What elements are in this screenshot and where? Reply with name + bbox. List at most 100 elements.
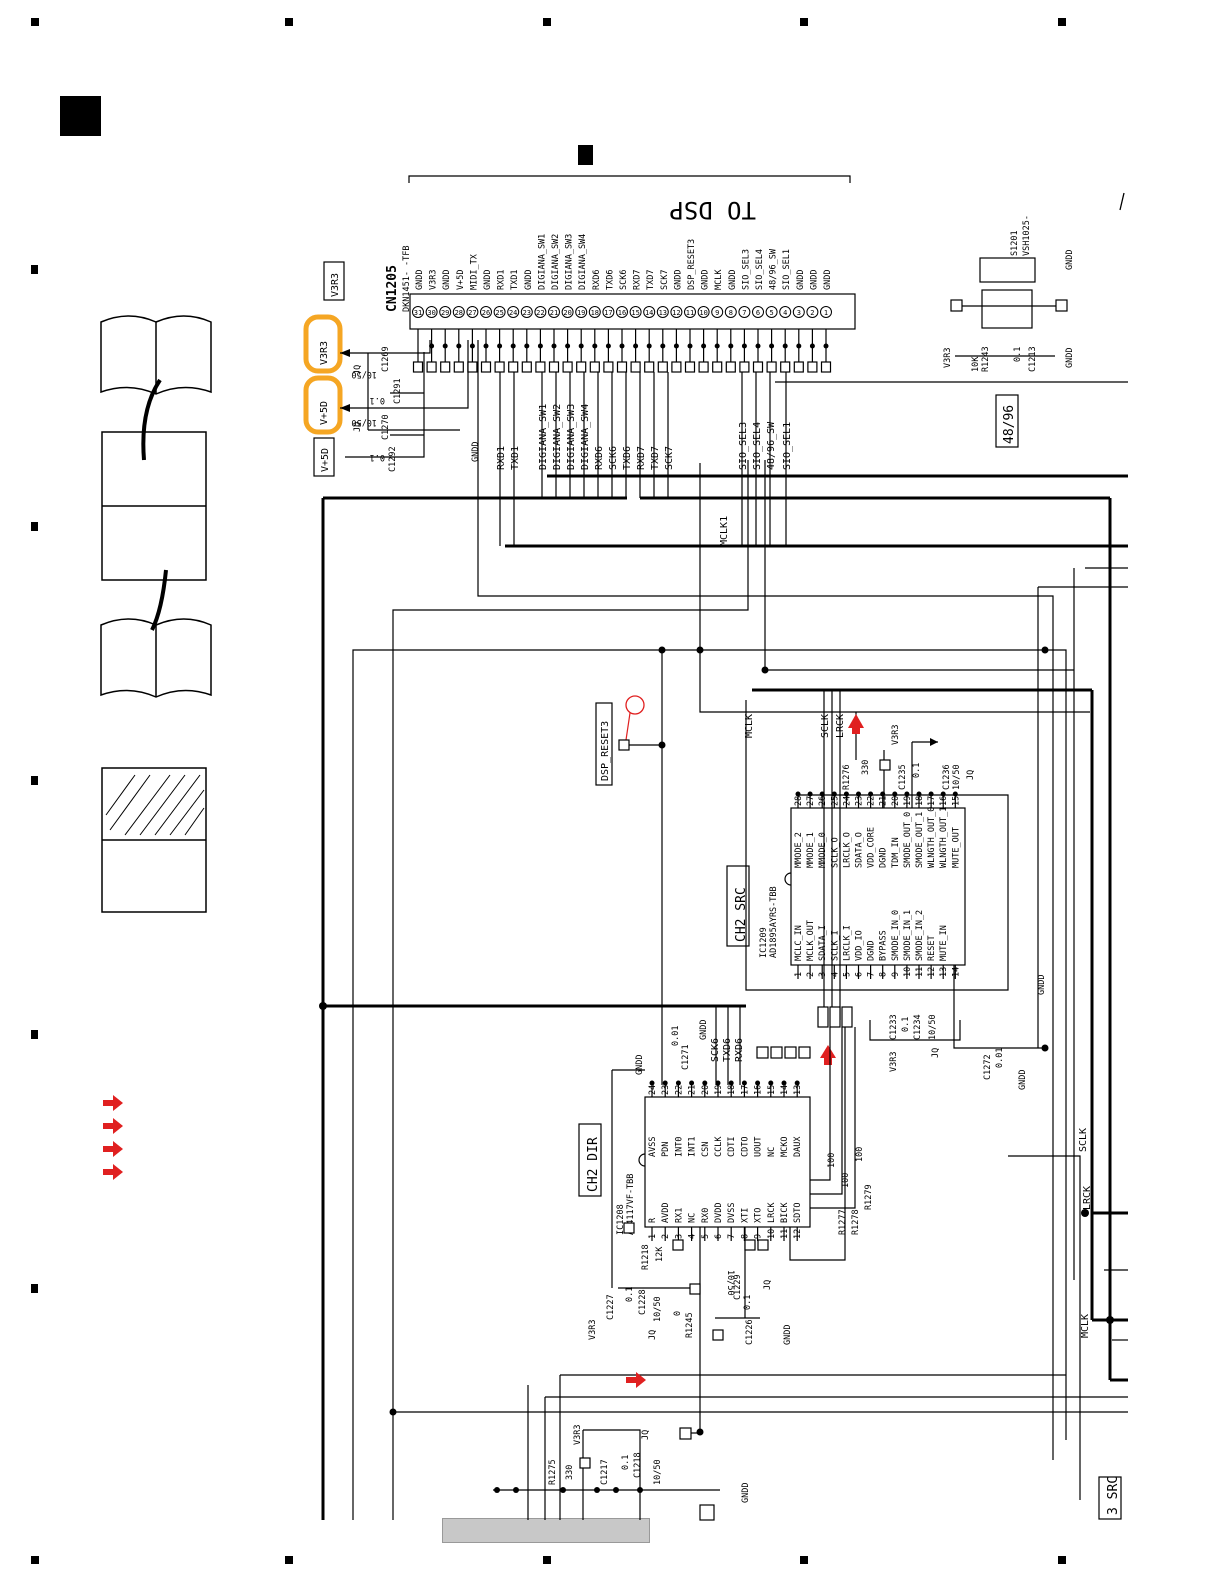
svg-text:DSP_RESET3: DSP_RESET3 xyxy=(600,721,611,781)
dir-pin-name: CDTI xyxy=(727,1137,737,1157)
svg-text:CH2 DIR: CH2 DIR xyxy=(586,1137,601,1192)
bottom-section: R1275 330 V3R3 C1217 0.1 C1218 10/50 JQ … xyxy=(493,1128,1122,1521)
cn1205-pin-circle xyxy=(575,306,588,318)
cn1205-pin-number: 23 xyxy=(523,309,531,317)
svg-text:10/50: 10/50 xyxy=(725,1270,735,1296)
src-pin-name: MMODE_0 xyxy=(818,832,828,868)
svg-text:C1291: C1291 xyxy=(393,378,403,404)
svg-text:10/50: 10/50 xyxy=(653,1459,663,1485)
src-pin-name: VDD_IO xyxy=(855,930,865,961)
cn1205-pad xyxy=(440,361,451,373)
src-pin-name: MUTE_OUT xyxy=(951,827,961,868)
svg-text:C1292: C1292 xyxy=(388,446,398,472)
svg-text:GNDD: GNDD xyxy=(1065,348,1075,368)
svg-text:330: 330 xyxy=(565,1465,575,1480)
svg-text:0: 0 xyxy=(673,1311,683,1316)
src-pin-number: 10 xyxy=(903,967,913,977)
src-pin-name: RESET xyxy=(927,935,937,961)
dir-pin-number: 15 xyxy=(767,1085,777,1095)
cn1205-pin-name: RXD1 xyxy=(497,270,507,290)
src-pin-number: 15 xyxy=(951,796,961,806)
svg-text:V3R3: V3R3 xyxy=(889,1052,899,1072)
cn1205-pad xyxy=(508,361,519,373)
cn1205-pad xyxy=(616,361,628,373)
cn1205-pad xyxy=(535,361,546,373)
cn1205-pad xyxy=(725,361,736,373)
src-pin-name: MCLC_IN xyxy=(794,925,804,961)
cn1205-pad xyxy=(494,361,505,373)
cn1205-pin-number: 1 xyxy=(824,309,828,317)
svg-text:S1201: S1201 xyxy=(1010,230,1020,256)
cn1205-pad xyxy=(752,361,764,373)
dir-pin-name: NC xyxy=(767,1147,777,1157)
dir-pin-name: CCLK xyxy=(714,1136,724,1157)
src-pin-number: 2 xyxy=(806,972,816,977)
svg-text:100: 100 xyxy=(827,1153,837,1168)
cn1205-pad xyxy=(576,361,587,373)
src-pin-number: 26 xyxy=(818,796,828,806)
dir-pin-number: 19 xyxy=(714,1085,724,1095)
svg-text:R1277: R1277 xyxy=(838,1209,848,1235)
cn1205-pin-name: TXD1 xyxy=(510,270,520,290)
cn1205-pad xyxy=(793,361,804,373)
dir-pin-name: CDTO xyxy=(740,1137,750,1157)
dir-pin-name: RX0 xyxy=(701,1208,711,1223)
cn1205-pin-number: 21 xyxy=(550,309,558,317)
cn1205-pad xyxy=(684,361,696,373)
src-pin-name: SCLK_O xyxy=(830,837,840,868)
dir-pin-name: DVDD xyxy=(714,1203,724,1223)
cn1205-pin-name: 48/96_SW xyxy=(769,248,779,290)
svg-text:JQ: JQ xyxy=(931,1048,941,1058)
svg-text:C1269: C1269 xyxy=(381,346,391,372)
v5d-highlight xyxy=(303,375,343,435)
v5d-tag-bottom: V+5D xyxy=(320,448,331,472)
svg-text:IC1209: IC1209 xyxy=(759,927,769,958)
src-pin-number: 8 xyxy=(879,972,889,977)
net-label: SIO_SEL4 xyxy=(752,422,763,470)
cn1205-pin-number: 6 xyxy=(756,309,760,317)
cn1205-pad xyxy=(820,361,832,373)
svg-text:0.1: 0.1 xyxy=(625,1287,635,1302)
cn1205-pin-number: 5 xyxy=(769,309,773,317)
cn1205-pin-number: 15 xyxy=(631,309,639,317)
dir-pin-number: 20 xyxy=(701,1085,711,1095)
src-pin-name: BYPASS xyxy=(879,930,889,961)
svg-text:C1213: C1213 xyxy=(1028,346,1038,372)
cn1205-pin-name: SCK7 xyxy=(660,270,670,290)
dir-pin-number: 2 xyxy=(661,1234,671,1239)
cn1205-pin-name: GNDD xyxy=(823,270,833,290)
src-pin-number: 19 xyxy=(903,796,913,806)
svg-text:JQ: JQ xyxy=(763,1280,773,1290)
cn1205-pad xyxy=(766,361,777,373)
svg-text:V3R3: V3R3 xyxy=(573,1425,583,1445)
dir-pin-number: 11 xyxy=(780,1229,790,1239)
cn1205-pad xyxy=(453,361,464,373)
src-pin-name: SMODE_IN_1 xyxy=(903,910,913,961)
svg-text:C1234: C1234 xyxy=(913,1014,923,1040)
src-pin-name: SCLK_I xyxy=(830,930,840,961)
svg-text:10/50: 10/50 xyxy=(351,369,377,379)
src-pin-number: 25 xyxy=(830,796,840,806)
cn1205-pin-name: GNDD xyxy=(442,270,452,290)
cn1205-pin-number: 11 xyxy=(686,309,694,317)
svg-text:C1229: C1229 xyxy=(733,1274,743,1300)
cn1205-pin-number: 12 xyxy=(672,309,680,317)
cn1205-pin-name: TXD6 xyxy=(605,270,615,290)
dir-pin-number: 9 xyxy=(754,1234,764,1239)
cn1205-pad xyxy=(562,361,573,373)
svg-text:AK4117VF-TBB: AK4117VF-TBB xyxy=(626,1174,636,1235)
svg-text:LRCK: LRCK xyxy=(1082,1186,1093,1210)
to-dsp-label: TO DSP xyxy=(669,196,756,224)
svg-text:V3R3: V3R3 xyxy=(943,348,953,368)
cn1205-pin-circle xyxy=(425,306,438,318)
cn1205-pin-number: 18 xyxy=(591,309,599,317)
svg-text:10/50: 10/50 xyxy=(653,1296,663,1322)
cn1205-pin-number: 27 xyxy=(468,309,476,317)
dir-pin-number: 16 xyxy=(754,1085,764,1095)
cn1205-pin-circle xyxy=(602,306,615,318)
dir-pin-name: LRCK xyxy=(767,1202,777,1223)
src-pin-name: SMODE_OUT_0 xyxy=(903,812,913,868)
cn1205-pin-circle xyxy=(752,306,764,318)
net-label: SCK6 xyxy=(608,446,619,470)
src-pin-number: 11 xyxy=(915,967,925,977)
